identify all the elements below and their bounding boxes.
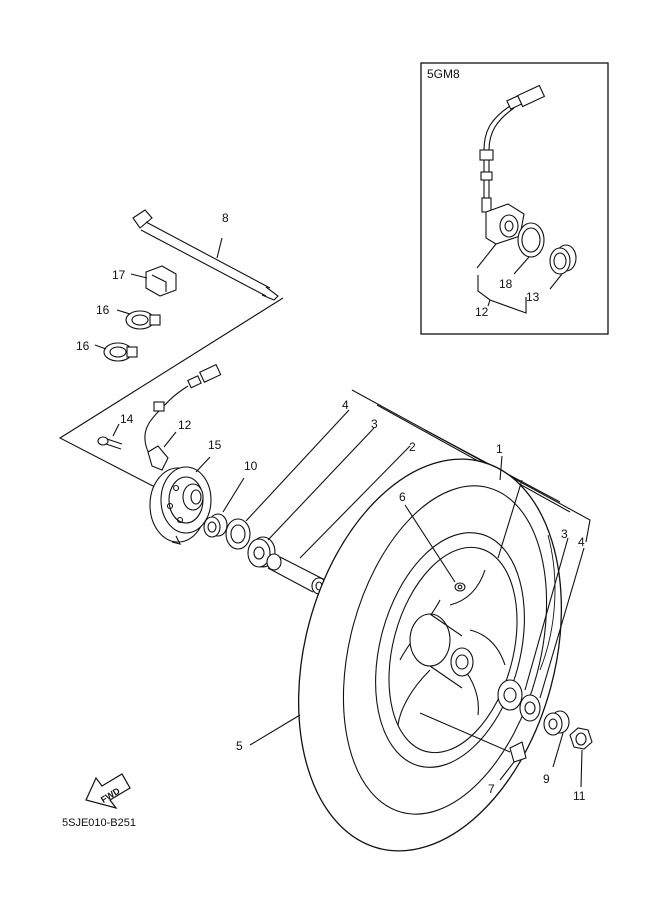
inset-box [420,62,609,335]
inset-bushing [549,244,577,275]
front-wheel [249,455,563,852]
fwd-arrow-icon [85,773,131,810]
callout-14: 14 [120,412,134,426]
leader-7a [419,712,511,753]
leader-6 [404,504,456,583]
inset-sensor-housing [485,203,525,245]
leader-4-right [539,547,585,699]
leader-7b [499,761,515,781]
clamp-16-lower-leader [94,344,107,350]
leader-1 [497,455,523,559]
callout-8: 8 [222,211,229,225]
gear-leader [195,456,211,473]
callout-3-right: 3 [561,527,568,541]
gear-unit-15 [149,456,212,545]
callout-7: 7 [488,782,495,796]
speed-sensor-cable [144,363,222,471]
inset-title: 5GM8 [427,67,460,81]
clamp-16-upper [116,309,161,330]
bolt-14-leader [112,423,120,437]
leader-2-left [299,445,411,559]
callout-16-lower: 16 [76,339,90,353]
callout-1: 1 [496,442,503,456]
leader-9 [552,732,564,768]
callout-5: 5 [236,739,243,753]
callout-10: 10 [244,459,258,473]
callout-13: 13 [526,290,540,304]
leader-11 [580,749,583,788]
inset-leader-12-lower [487,299,491,307]
clip-17-leader [130,273,148,279]
balance-weight-7 [499,741,527,781]
inset-seal [517,222,545,258]
spacer-2 [266,553,327,595]
front-axle [132,209,279,301]
leader-5 [249,714,301,746]
callout-2: 2 [409,440,416,454]
callout-18: 18 [499,277,513,291]
inset-leader-13 [549,273,563,290]
axle-leader [216,237,223,259]
callout-17: 17 [112,268,126,282]
callout-9: 9 [543,772,550,786]
clamp-16-upper-leader [116,309,131,315]
clip-17 [130,265,177,297]
leader-3-right [524,537,569,691]
inset-leader-18 [513,256,530,275]
callout-16-upper: 16 [96,303,110,317]
callout-12-inset: 12 [475,305,489,319]
bearing-right [497,679,523,711]
callout-3-left: 3 [371,417,378,431]
callout-11: 11 [573,789,586,803]
inset-leader-12 [476,243,497,269]
left-group-bracket [58,297,284,501]
clamp-16-lower [94,342,138,362]
diagram-code: 5SJE010-B251 [62,817,136,829]
inset-sensor-connector [479,84,546,213]
oil-seal-right [519,694,541,722]
callout-4-left: 4 [342,398,349,412]
oil-seal-left [225,518,251,550]
collar-leader [222,477,245,513]
nut-11 [569,727,593,788]
callout-6: 6 [399,490,406,504]
bracket-3 [376,404,571,513]
collar-10 [203,477,245,538]
bolt-14 [97,423,123,450]
sensor-leader [163,431,177,448]
leader-3-left [267,427,375,541]
callout-12: 12 [178,418,192,432]
leader-4-left [245,409,350,522]
collar-9 [543,710,570,768]
callout-4-right: 4 [578,535,585,549]
callout-15: 15 [208,438,222,452]
